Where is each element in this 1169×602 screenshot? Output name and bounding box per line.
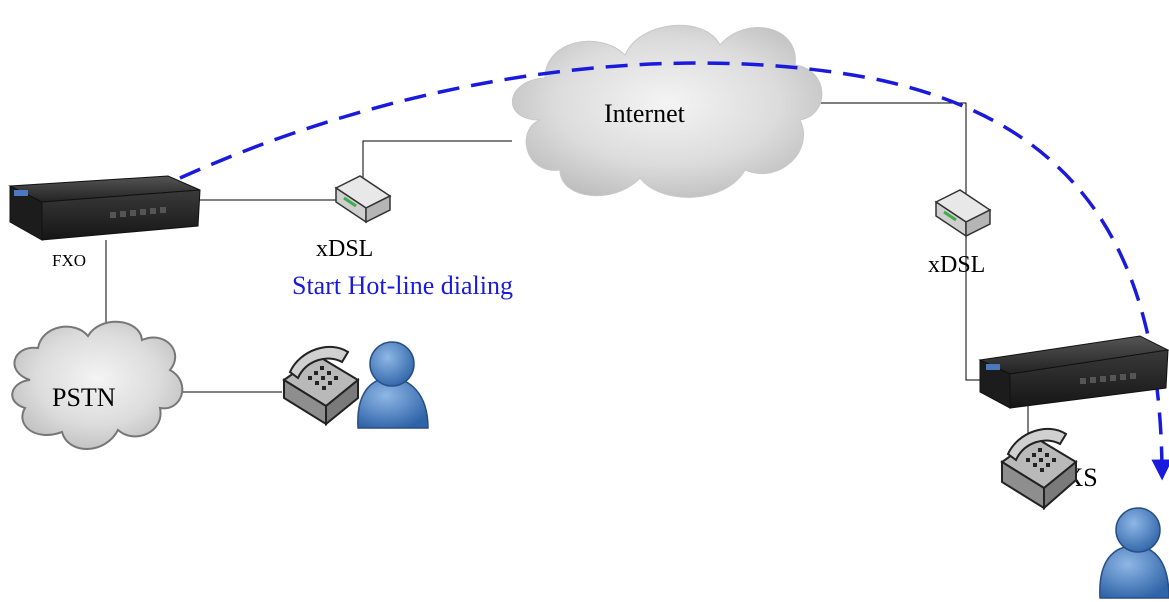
line-internet-to-modem-right [790, 102, 967, 196]
xdsl-right-label: xDSL [928, 252, 985, 278]
pstn-cloud-icon [11, 320, 184, 450]
pstn-label: PSTN [52, 383, 116, 412]
voip-gateway-icon [978, 335, 1169, 409]
hotline-label: Start Hot-line dialing [292, 271, 513, 300]
person-icon [357, 341, 429, 429]
hotline-dashed-path [179, 61, 1169, 481]
person-icon [1099, 507, 1169, 599]
xdsl-modem-icon [334, 175, 392, 224]
internet-label: Internet [604, 99, 686, 128]
voip-gateway-icon [8, 175, 201, 241]
xdsl-modem-icon [934, 189, 992, 238]
fxo-label: FXO [52, 251, 86, 270]
telephone-icon [1000, 427, 1078, 511]
telephone-icon [282, 345, 360, 427]
xdsl-left-label: xDSL [316, 236, 373, 262]
line-modem-right-to-gateway-right [965, 228, 994, 381]
line-modem-left-to-internet [362, 140, 512, 182]
